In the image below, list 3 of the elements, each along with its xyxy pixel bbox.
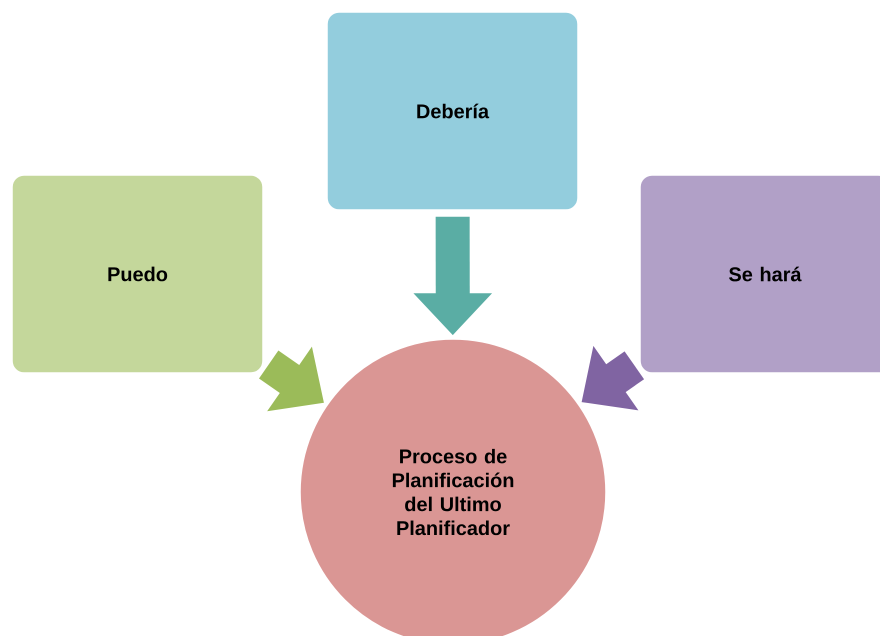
step-box: Debería: [326, 11, 579, 211]
step-box: Puedo: [11, 174, 264, 374]
step-box: Se hará: [639, 174, 880, 374]
